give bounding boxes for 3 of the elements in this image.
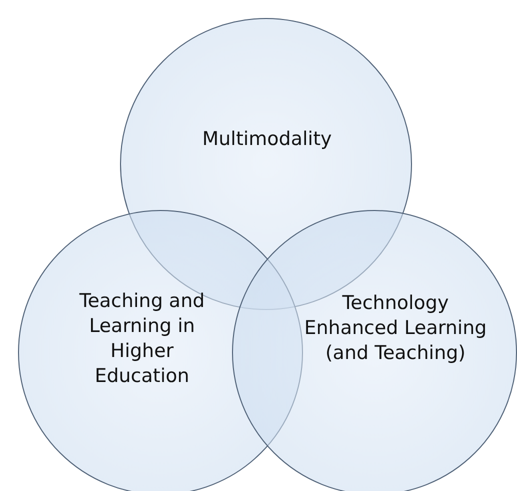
circle-label: Teaching and Learning in Higher Education	[78, 289, 206, 389]
circle-label: Technology Enhanced Learning (and Teaching)	[303, 291, 488, 366]
circle-label: Multimodality	[201, 127, 333, 152]
